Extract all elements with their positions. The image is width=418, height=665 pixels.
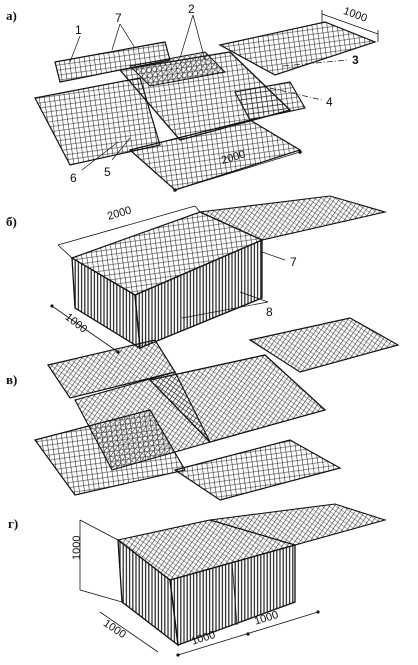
leader-7b — [119, 23, 136, 49]
mesh-panel-v-front — [173, 439, 342, 501]
mesh-panel-v-lid — [248, 317, 400, 373]
leader-5 — [111, 137, 131, 161]
callout-b-7: 7 — [290, 255, 297, 269]
dim-a-bottom-line — [174, 151, 301, 191]
dim-g-width-end-2 — [316, 610, 320, 614]
leader-2a — [179, 14, 194, 59]
dim-g-width-end-1 — [176, 653, 180, 657]
callout-4: 4 — [326, 95, 333, 109]
leader-7a — [111, 23, 121, 51]
callout-2: 2 — [188, 2, 195, 16]
dim-g-height-ext-2 — [79, 589, 123, 603]
dim-b-top: 2000 — [106, 204, 133, 222]
dim-b-top-line — [57, 205, 196, 246]
callout-3: 3 — [352, 53, 359, 67]
leader-2b — [192, 14, 206, 61]
callout-6: 6 — [70, 171, 77, 185]
panel-a: а) 1000 2000 1 7 2 3 4 — [6, 2, 379, 192]
mesh-panel-a-lid — [218, 21, 377, 76]
panel-v-label: в) — [6, 372, 17, 387]
dim-g-height: 1000 — [71, 536, 83, 560]
dim-a-top: 1000 — [342, 5, 369, 25]
callout-5: 5 — [104, 165, 111, 179]
dim-b-top-ext-1 — [57, 244, 73, 259]
panel-v: в) — [6, 317, 400, 501]
mesh-panel-a-right — [234, 81, 306, 121]
panel-b-label: б) — [6, 214, 17, 229]
dim-b-top-ext-2 — [194, 205, 201, 213]
leader-4 — [269, 87, 323, 101]
dim-g-depth-line — [99, 611, 159, 653]
diaphragm-g-divider — [231, 561, 238, 626]
mesh-panel-a-diaphragm — [128, 51, 227, 87]
leader-b-7 — [261, 251, 286, 261]
dim-a-bottom-end-1 — [173, 188, 177, 192]
leader-1 — [69, 35, 81, 63]
dim-b-left-line — [51, 305, 119, 353]
mesh-panel-v-middle — [74, 371, 211, 471]
leader-b-8b — [181, 301, 269, 319]
dim-g-width-mid — [246, 632, 250, 636]
panel-a-label: а) — [6, 8, 17, 23]
mesh-panel-a-front — [128, 119, 302, 191]
callout-b-8: 8 — [266, 305, 273, 319]
leader-b-8a — [239, 291, 269, 303]
callout-1: 1 — [75, 23, 82, 37]
callout-7: 7 — [115, 11, 122, 25]
dim-a-top-line — [321, 13, 379, 35]
dim-a-bottom-end-2 — [298, 150, 302, 154]
panel-g-label: г) — [8, 516, 18, 531]
dim-g-depth: 1000 — [101, 617, 128, 641]
mesh-panel-g-left-wall — [117, 538, 179, 647]
panel-g: г) 1000 1000 1000 1000 — [8, 503, 387, 657]
panel-b: б) 2000 1000 7 8 — [6, 195, 388, 354]
leader-6 — [81, 141, 119, 171]
dim-b-left-end-1 — [50, 304, 54, 308]
dim-g-height-ext-1 — [79, 519, 119, 541]
